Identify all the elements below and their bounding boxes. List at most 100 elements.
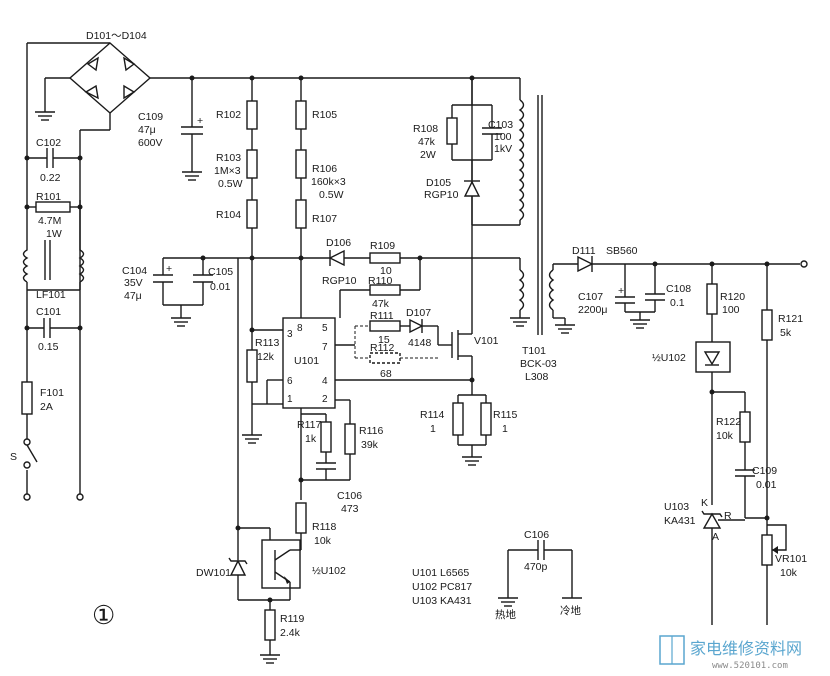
svg-text:7: 7 (322, 342, 328, 353)
resistor-r121 (761, 309, 773, 341)
label-cold-ground: 冷地 (560, 604, 581, 617)
svg-text:2: 2 (322, 394, 328, 405)
label-r118-value: 10k (314, 535, 332, 547)
label-r101-watt: 1W (46, 228, 62, 240)
label-ref: R (724, 510, 732, 522)
label-r102: R102 (216, 109, 241, 121)
diode-d104 (123, 84, 136, 100)
label-d111-value: SB560 (606, 245, 638, 257)
resistor-r117 (320, 421, 332, 453)
label-r113: R113 (255, 337, 279, 349)
label-r108: R108 (413, 123, 438, 135)
diode-d102 (123, 56, 136, 72)
transformer-t101 (472, 78, 575, 335)
resistor-r115 (480, 402, 492, 436)
label-f101-value: 2A (40, 401, 53, 413)
label-r115: R115 (493, 409, 517, 421)
label-parts-u103: U103 KA431 (412, 595, 472, 607)
label-r121-value: 5k (780, 327, 792, 339)
label-d107: D107 (406, 307, 431, 319)
label-v101: V101 (474, 335, 499, 347)
label-parts-u101: U101 L6565 (412, 567, 469, 579)
label-vr101: VR101 (775, 553, 807, 565)
label-lf101: LF101 (36, 289, 66, 301)
label-r110-value: 47k (372, 298, 390, 310)
label-c105: C105 (208, 266, 233, 278)
snubber (446, 75, 502, 225)
label-c106a: C106 (337, 490, 362, 502)
label-r122: R122 (716, 416, 741, 428)
label-d111: D111 (572, 245, 596, 257)
label-c103-voltage: 1kV (494, 143, 512, 155)
fuse-f101 (21, 381, 33, 415)
label-parts-u102: U102 PC817 (412, 581, 472, 593)
secondary-winding (548, 269, 555, 311)
label-c109-value: 47μ (138, 124, 156, 136)
output-terminal (800, 260, 808, 268)
label-r101: R101 (36, 191, 61, 203)
resistor-r116 (344, 423, 356, 455)
label-r103-value: 1M×3 (214, 165, 241, 177)
resistor-r109 (369, 252, 401, 264)
label-r106: R106 (312, 163, 337, 175)
svg-text:8: 8 (297, 323, 303, 334)
label-u102a: ½U102 (312, 565, 346, 577)
label-c102-value: 0.22 (40, 172, 61, 184)
label-r121: R121 (778, 313, 803, 325)
diode-d111 (577, 255, 594, 273)
label-r114: R114 (420, 409, 444, 421)
watermark-brand: 家电维修资料网 (690, 639, 802, 658)
diode-d105 (463, 180, 481, 197)
ic-u101: 3 5 8 7 6 4 1 2 U101 (249, 317, 472, 420)
watermark-url: www.520101.com (712, 661, 788, 671)
label-c104-voltage: 35V (124, 277, 143, 289)
resistor-r112 (369, 352, 401, 364)
svg-text:6: 6 (287, 376, 293, 387)
label-r116: R116 (359, 425, 383, 437)
resistor-r114 (452, 402, 464, 436)
label-r112: R112 (370, 342, 394, 354)
diode-d107 (409, 318, 424, 334)
label-r113-value: 12k (257, 351, 275, 363)
labels: D101～D104 C102 0.22 R101 4.7M 1W LF101 C… (10, 30, 807, 639)
label-r106-watt: 0.5W (319, 189, 344, 201)
resistor-r102 (246, 100, 258, 130)
label-c101-value: 0.15 (38, 341, 59, 353)
isolation-cap (498, 540, 582, 607)
svg-text:5: 5 (322, 323, 328, 334)
label-r120: R120 (720, 291, 745, 303)
label-u102b: ½U102 (652, 352, 686, 364)
label-r111: R111 (370, 310, 394, 322)
label-r108-value: 47k (418, 136, 436, 148)
label-c106b-value: 470p (524, 561, 548, 573)
label-r103-watt: 0.5W (218, 178, 243, 190)
label-d106: D106 (326, 237, 351, 249)
label-r118: R118 (312, 521, 336, 533)
label-c101: C101 (36, 306, 61, 318)
resistor-r111 (369, 320, 401, 332)
sense-resistor-chain (295, 75, 307, 318)
zener-dw101 (229, 559, 247, 576)
label-hot-ground: 热地 (495, 608, 516, 621)
label-c103: C103 (488, 119, 513, 131)
label-r122-value: 10k (716, 430, 734, 442)
label-r101-value: 4.7M (38, 215, 61, 227)
label-c107: C107 (578, 291, 603, 303)
gate-drive (354, 318, 452, 364)
switch-lever (26, 444, 38, 463)
svg-text:+: + (618, 285, 624, 297)
label-t101-model: BCK-03 (520, 358, 557, 370)
label-c106b: C106 (524, 529, 549, 541)
current-sense (452, 394, 492, 466)
label-c107-value: 2200μ (578, 304, 607, 316)
label-u103: U103 (664, 501, 689, 513)
vcc-rail: + (153, 249, 521, 327)
label-r115-value: 1 (502, 423, 508, 435)
label-r120-value: 100 (722, 304, 740, 316)
figure-number: ① (92, 601, 115, 631)
svg-text:U101: U101 (294, 355, 319, 367)
label-r104: R104 (216, 209, 241, 221)
resistor-r107 (295, 199, 307, 229)
resistor-r105 (295, 100, 307, 130)
